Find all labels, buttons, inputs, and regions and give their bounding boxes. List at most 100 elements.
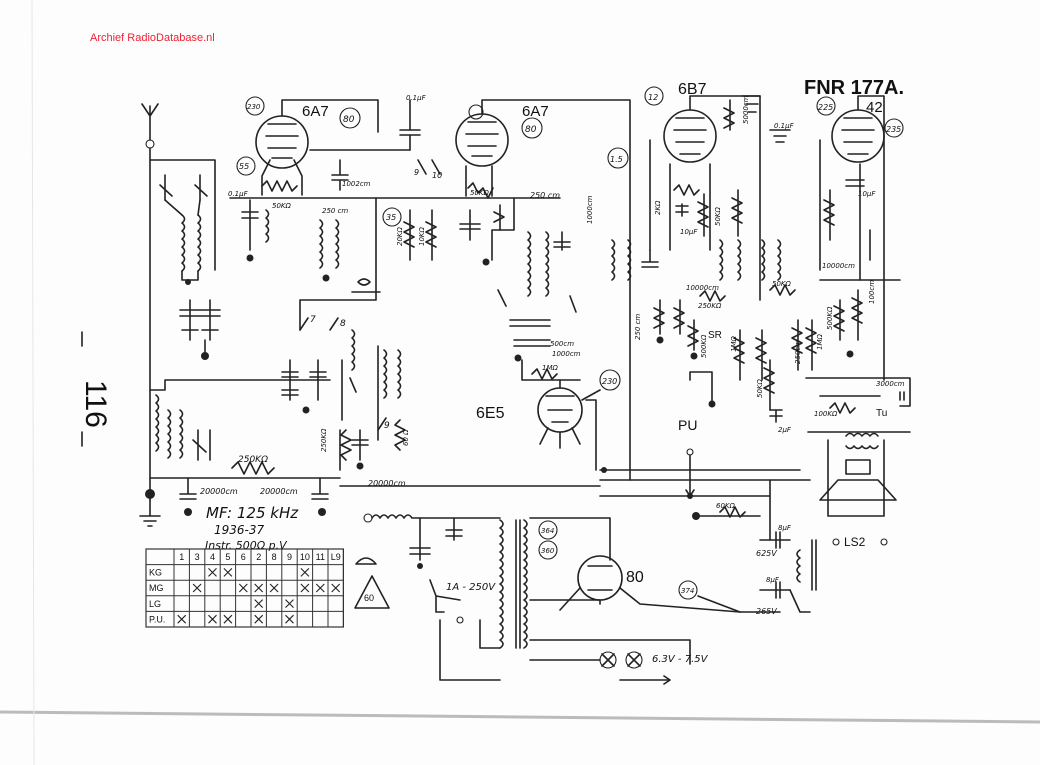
svg-text:2KΩ: 2KΩ — [654, 200, 662, 215]
svg-text:10000cm: 10000cm — [686, 284, 719, 292]
band-switches: 7 8 250KΩ 9 60 Ω 20000cm — [281, 315, 601, 488]
svg-text:1000cm: 1000cm — [552, 350, 581, 358]
model-title: FNR 177A. — [804, 77, 904, 99]
table-cross-mark — [208, 568, 217, 577]
ground-symbol — [139, 499, 161, 527]
table-header-cell: 8 — [272, 552, 277, 562]
svg-text:1MΩ: 1MΩ — [542, 364, 558, 372]
sr-label: SR — [708, 330, 722, 341]
svg-text:10KΩ: 10KΩ — [418, 227, 426, 246]
mf-label: MF: 125 kHz — [206, 504, 299, 522]
tube-6a7-first: 6A7 230 80 55 0.1μF 1002cm — [228, 96, 411, 198]
table-header-cell: 6 — [241, 552, 246, 562]
oscillator-coils: 50KΩ 250 cm — [229, 197, 561, 331]
table-header-cell: 5 — [225, 552, 230, 562]
svg-text:230: 230 — [602, 377, 617, 386]
svg-text:50KΩ: 50KΩ — [714, 207, 722, 226]
svg-text:1MΩ: 1MΩ — [730, 336, 738, 352]
svg-text:1MΩ: 1MΩ — [816, 334, 824, 350]
svg-text:1.5: 1.5 — [610, 155, 623, 164]
svg-text:250 cm: 250 cm — [530, 191, 560, 200]
if-transformer-2: 250 cm 10000cm 250KΩ 500KΩ SR PU 1MΩ — [611, 239, 803, 497]
tube-label-42: 42 — [866, 99, 883, 116]
svg-text:9: 9 — [384, 421, 390, 431]
svg-text:9: 9 — [414, 168, 419, 177]
tube-6b7: 6B7 12 1.5 5000cm 2KΩ 10μF 50KΩ 0.1μF — [607, 81, 795, 301]
instr-label: Instr. 500Ω p.V — [205, 539, 288, 552]
tube-42: 42 225 235 10μF 10000cm 500KΩ 100cm 1MΩ … — [805, 95, 911, 419]
svg-text:10μF: 10μF — [858, 190, 876, 198]
table-cross-mark — [192, 583, 202, 593]
svg-text:80: 80 — [343, 115, 355, 125]
table-cross-mark — [300, 583, 310, 593]
paper-edge — [0, 710, 1040, 724]
antenna-symbol — [141, 103, 159, 141]
bus-lines: 60KΩ — [599, 467, 811, 520]
svg-text:60: 60 — [364, 593, 374, 603]
paper-fold — [31, 0, 35, 765]
table-header-cell: 2 — [256, 552, 261, 562]
watermark-text: Archief RadioDatabase.nl — [90, 32, 215, 44]
svg-text:225: 225 — [818, 103, 833, 112]
table-cross-mark — [223, 614, 233, 624]
svg-text:8μF: 8μF — [778, 524, 792, 532]
svg-text:500KΩ: 500KΩ — [826, 306, 834, 330]
fuse-label: 1A - 250V — [446, 582, 496, 593]
svg-text:10000cm: 10000cm — [822, 262, 855, 270]
svg-text:20000cm: 20000cm — [368, 479, 406, 488]
table-header-cell: 3 — [195, 552, 200, 562]
svg-text:10μF: 10μF — [680, 228, 698, 236]
table-header-cell: 9 — [287, 552, 292, 562]
tube-label-6b7: 6B7 — [678, 81, 707, 98]
table-cross-mark — [254, 583, 264, 593]
svg-text:7: 7 — [310, 315, 316, 325]
svg-text:500KΩ: 500KΩ — [700, 334, 708, 358]
tube-6a7-second: 6A7 80 0.1μF 9 10 50KΩ 35 20KΩ 10KΩ 250 … — [382, 94, 631, 481]
svg-text:0.1μF: 0.1μF — [228, 190, 249, 198]
table-header-cell: L9 — [331, 552, 341, 562]
tube-6e5: 230 6E5 — [476, 369, 621, 471]
table-cross-mark — [269, 583, 279, 593]
table-cross-mark — [238, 583, 248, 593]
table-row-label: P.U. — [149, 614, 165, 624]
svg-text:60 Ω: 60 Ω — [402, 429, 410, 446]
svg-text:50KΩ: 50KΩ — [272, 202, 291, 210]
svg-text:230: 230 — [247, 103, 261, 111]
svg-text:625V: 625V — [756, 549, 777, 558]
table-cross-mark — [285, 614, 294, 624]
tube-label-80: 80 — [626, 569, 644, 586]
table-header-cell: 4 — [210, 552, 215, 562]
svg-text:250KΩ: 250KΩ — [320, 428, 328, 452]
svg-text:250 cm: 250 cm — [322, 207, 348, 215]
table-cross-mark — [177, 614, 187, 624]
svg-text:250cm: 250cm — [794, 340, 802, 364]
speaker-section: LS2 — [807, 431, 911, 549]
svg-text:250KΩ: 250KΩ — [238, 455, 268, 465]
svg-text:55: 55 — [239, 162, 249, 171]
svg-text:35: 35 — [386, 213, 396, 222]
svg-text:1000cm: 1000cm — [586, 195, 594, 224]
svg-text:50KΩ: 50KΩ — [772, 280, 791, 288]
table-row-label: LG — [149, 599, 161, 609]
svg-text:2μF: 2μF — [778, 426, 792, 434]
speaker-label: LS2 — [844, 535, 866, 549]
power-supply: 1A - 250V 364 360 80 374 6.3V - 7.5V — [363, 479, 817, 685]
table-cross-mark — [285, 599, 294, 608]
table-header-cell: 1 — [179, 552, 184, 562]
tolerance-symbols: 60 — [354, 557, 390, 609]
table-cross-mark — [223, 568, 233, 577]
svg-text:100cm: 100cm — [868, 280, 876, 304]
table-cross-mark — [315, 583, 325, 593]
svg-text:0.1μF: 0.1μF — [406, 94, 427, 102]
table-cross-mark — [254, 599, 264, 608]
table-cross-mark — [300, 568, 310, 577]
svg-text:265V: 265V — [756, 607, 777, 616]
filament-voltage: 6.3V - 7.5V — [652, 654, 709, 665]
table-cross-mark — [254, 614, 264, 624]
info-block: MF: 125 kHz 1936-37 Instr. 500Ω p.V — [205, 504, 299, 552]
svg-text:235: 235 — [886, 125, 901, 134]
table-cross-mark — [208, 614, 217, 624]
svg-text:60KΩ: 60KΩ — [716, 502, 735, 510]
